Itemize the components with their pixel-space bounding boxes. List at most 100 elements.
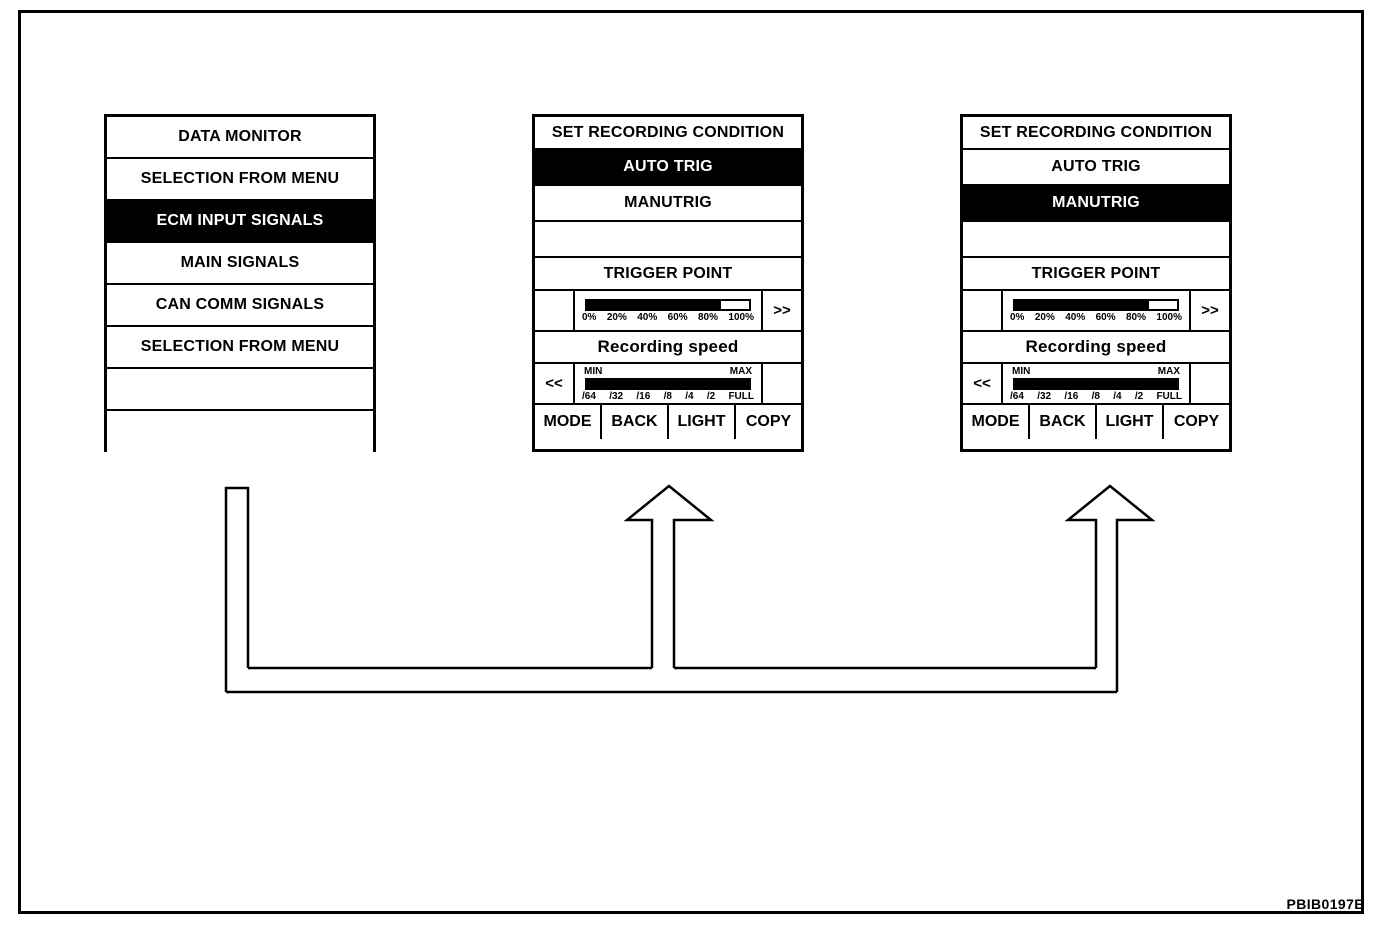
set-recording-condition-manu-trig-panel: SET RECORDING CONDITION AUTO TRIG MANUTR… (960, 114, 1232, 452)
scale-tick: /8 (1091, 391, 1100, 402)
recording-speed-label: Recording speed (1025, 337, 1167, 356)
recording-speed-label: Recording speed (597, 337, 739, 356)
recording-speed-meter-cell[interactable]: MIN MAX /64 /32 /16 /8 /4 /2 FULL (575, 364, 761, 403)
scale-tick: 80% (698, 312, 719, 323)
menu-row-can-comm-signals[interactable]: CAN COMM SIGNALS (107, 285, 373, 327)
soft-key-row: MODE BACK LIGHT COPY (535, 405, 801, 439)
menu-row-selection-from-menu-2[interactable]: SELECTION FROM MENU (107, 327, 373, 369)
next-button[interactable]: >> (1189, 291, 1229, 330)
option-label: MANUTRIG (1052, 194, 1140, 211)
trigger-point-bar-row: 0% 20% 40% 60% 80% 100% >> (535, 291, 801, 332)
option-blank-row[interactable] (963, 222, 1229, 258)
option-manu-trig[interactable]: MANUTRIG (535, 186, 801, 222)
scale-tick: 40% (1065, 312, 1086, 323)
trigger-point-header: TRIGGER POINT (963, 258, 1229, 291)
trigger-point-meter-fill (587, 301, 722, 309)
menu-row-main-signals[interactable]: MAIN SIGNALS (107, 243, 373, 285)
soft-key-mode[interactable]: MODE (963, 405, 1030, 439)
menu-row-label: DATA MONITOR (178, 128, 302, 145)
menu-row-ecm-input-signals[interactable]: ECM INPUT SIGNALS (107, 201, 373, 243)
soft-key-copy[interactable]: COPY (1164, 405, 1229, 439)
next-button-label: >> (773, 302, 791, 319)
panel-title-bar: SET RECORDING CONDITION (535, 117, 801, 150)
soft-key-label: BACK (1039, 413, 1086, 430)
soft-key-label: COPY (745, 413, 792, 430)
menu-row-data-monitor[interactable]: DATA MONITOR (107, 117, 373, 159)
soft-key-light[interactable]: LIGHT (1097, 405, 1164, 439)
trigger-point-meter[interactable] (585, 299, 751, 311)
panel-title: SET RECORDING CONDITION (551, 123, 785, 141)
minmax-max: MAX (1157, 366, 1180, 377)
soft-key-label: COPY (1173, 413, 1220, 430)
recording-speed-scale: /64 /32 /16 /8 /4 /2 FULL (581, 391, 755, 402)
option-auto-trig[interactable]: AUTO TRIG (535, 150, 801, 186)
scale-tick: 40% (637, 312, 658, 323)
soft-key-label: MODE (971, 413, 1020, 430)
soft-key-back[interactable]: BACK (602, 405, 669, 439)
scale-tick: 80% (1126, 312, 1147, 323)
menu-row-empty-2[interactable] (107, 411, 373, 453)
recording-speed-meter-cell[interactable]: MIN MAX /64 /32 /16 /8 /4 /2 FULL (1003, 364, 1189, 403)
trigger-point-label: TRIGGER POINT (1031, 264, 1161, 282)
prev-button-label: << (545, 375, 563, 392)
panel-title-bar: SET RECORDING CONDITION (963, 117, 1229, 150)
panel-title: SET RECORDING CONDITION (979, 123, 1213, 141)
minmax-min: MIN (584, 366, 603, 377)
scale-tick: 20% (1034, 312, 1055, 323)
soft-key-label: LIGHT (1105, 413, 1154, 430)
menu-row-label: SELECTION FROM MENU (140, 170, 340, 187)
recording-speed-right-spacer (1189, 364, 1229, 403)
figure-id-label: PBIB0197E (1286, 896, 1364, 912)
scale-tick: /32 (609, 391, 624, 402)
minmax-min: MIN (1012, 366, 1031, 377)
soft-key-mode[interactable]: MODE (535, 405, 602, 439)
scale-tick: FULL (1156, 391, 1182, 402)
option-label: AUTO TRIG (623, 158, 713, 175)
menu-row-label: ECM INPUT SIGNALS (156, 212, 324, 229)
recording-speed-meter-fill (587, 380, 749, 388)
scale-tick: 60% (667, 312, 688, 323)
soft-key-light[interactable]: LIGHT (669, 405, 736, 439)
soft-key-back[interactable]: BACK (1030, 405, 1097, 439)
recording-speed-bar-row: << MIN MAX /64 /32 /16 /8 /4 /2 FULL (963, 364, 1229, 405)
scale-tick: 0% (1010, 312, 1025, 323)
option-manu-trig[interactable]: MANUTRIG (963, 186, 1229, 222)
trigger-point-label: TRIGGER POINT (603, 264, 733, 282)
trigger-point-meter[interactable] (1013, 299, 1179, 311)
trigger-point-left-spacer (963, 291, 1003, 330)
menu-row-selection-from-menu-1[interactable]: SELECTION FROM MENU (107, 159, 373, 201)
option-blank-row[interactable] (535, 222, 801, 258)
scale-tick: FULL (728, 391, 754, 402)
scale-tick: /64 (582, 391, 596, 402)
trigger-point-meter-cell[interactable]: 0% 20% 40% 60% 80% 100% (1003, 291, 1189, 330)
trigger-point-meter-fill (1015, 301, 1150, 309)
scale-tick: /64 (1010, 391, 1024, 402)
trigger-point-left-spacer (535, 291, 575, 330)
scale-tick: /4 (685, 391, 694, 402)
prev-button[interactable]: << (963, 364, 1003, 403)
data-monitor-panel: DATA MONITOR SELECTION FROM MENU ECM INP… (104, 114, 376, 453)
scale-tick: 20% (606, 312, 627, 323)
scale-tick: /4 (1113, 391, 1122, 402)
menu-row-empty-1[interactable] (107, 369, 373, 411)
scale-tick: /2 (706, 391, 716, 402)
prev-button[interactable]: << (535, 364, 575, 403)
soft-key-label: LIGHT (677, 413, 726, 430)
recording-speed-minmax: MIN MAX (1009, 366, 1183, 377)
recording-speed-meter[interactable] (1013, 378, 1179, 390)
scale-tick: 100% (728, 312, 754, 323)
recording-speed-header: Recording speed (535, 332, 801, 364)
option-auto-trig[interactable]: AUTO TRIG (963, 150, 1229, 186)
recording-speed-meter[interactable] (585, 378, 751, 390)
trigger-point-scale: 0% 20% 40% 60% 80% 100% (1009, 312, 1183, 323)
scale-tick: 0% (582, 312, 597, 323)
next-button[interactable]: >> (761, 291, 801, 330)
scale-tick: /2 (1134, 391, 1144, 402)
trigger-point-meter-cell[interactable]: 0% 20% 40% 60% 80% 100% (575, 291, 761, 330)
prev-button-label: << (973, 375, 991, 392)
soft-key-label: MODE (543, 413, 592, 430)
soft-key-copy[interactable]: COPY (736, 405, 801, 439)
soft-key-row: MODE BACK LIGHT COPY (963, 405, 1229, 439)
scale-tick: /16 (636, 391, 651, 402)
menu-row-label: SELECTION FROM MENU (140, 338, 340, 355)
